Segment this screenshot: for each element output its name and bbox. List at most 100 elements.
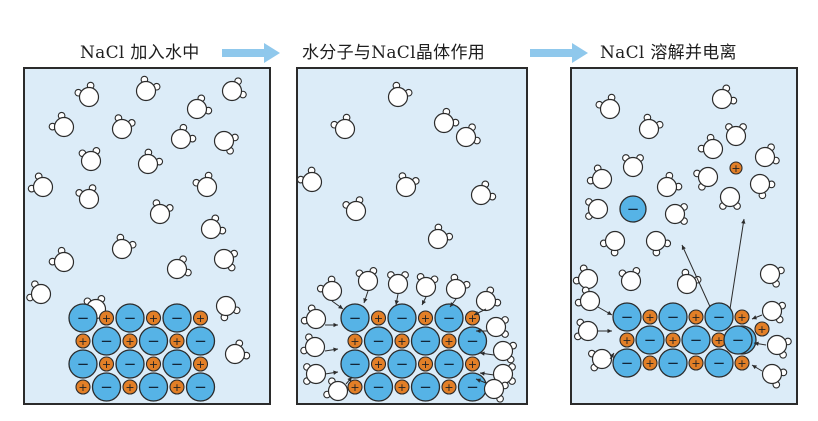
sodium-ion: +	[665, 332, 681, 348]
sodium-ion: +	[394, 333, 410, 349]
attraction-arrow	[331, 300, 344, 310]
sodium-sign: +	[397, 381, 406, 394]
chloride-ion: −	[612, 348, 642, 378]
water-molecule	[697, 133, 724, 160]
water-molecule	[78, 146, 102, 172]
water-molecule	[303, 363, 327, 385]
water-molecule	[656, 171, 683, 198]
sodium-sign: +	[421, 358, 430, 371]
sodium-ion: +	[192, 310, 209, 326]
water-molecule	[638, 113, 664, 140]
water-molecule	[492, 363, 516, 385]
chloride-sign: −	[713, 354, 726, 372]
sodium-sign: +	[102, 312, 111, 325]
water-molecule	[342, 196, 367, 222]
sodium-sign: +	[444, 335, 453, 348]
chloride-ion: −	[162, 303, 192, 333]
sodium-sign: +	[645, 357, 654, 370]
chloride-sign: −	[194, 378, 207, 396]
water-molecule	[585, 198, 609, 220]
water-molecule	[26, 280, 52, 305]
sodium-sign: +	[397, 335, 406, 348]
attraction-arrow	[476, 328, 488, 334]
sodium-sign: +	[149, 312, 158, 325]
chloride-ion: −	[115, 349, 145, 379]
sodium-sign: +	[714, 334, 723, 347]
water-molecule	[149, 199, 174, 225]
sodium-ion: +	[688, 355, 704, 371]
water-molecule	[693, 166, 719, 191]
water-molecule	[355, 266, 379, 292]
sodium-ion: +	[98, 310, 115, 326]
chloride-sign: −	[396, 309, 409, 327]
sodium-sign: +	[645, 311, 654, 324]
sodium-ion: +	[642, 355, 658, 371]
sodium-ion: +	[347, 379, 363, 395]
chloride-sign: −	[466, 332, 479, 350]
sodium-sign: +	[172, 381, 181, 394]
sodium-ion: +	[98, 356, 115, 372]
attraction-arrow	[421, 296, 427, 306]
attraction-arrow	[751, 364, 763, 372]
chloride-sign: −	[77, 309, 90, 327]
water-molecule	[483, 378, 509, 403]
water-molecule	[622, 154, 644, 178]
water-molecule	[74, 81, 100, 108]
sodium-ion: +	[75, 379, 91, 395]
panel-nacl-dissolved-ionized: −+−+−+−++−+−+−−+−+−+−+	[570, 67, 798, 405]
water-molecule	[215, 295, 241, 322]
water-molecule	[749, 173, 776, 200]
sodium-sign: +	[622, 334, 631, 347]
chloride-sign: −	[349, 309, 362, 327]
sodium-sign: +	[691, 357, 700, 370]
attraction-arrow	[598, 328, 612, 334]
sodium-sign: +	[731, 162, 740, 175]
sodium-sign: +	[374, 312, 383, 325]
attraction-arrow	[345, 376, 353, 385]
water-molecule	[111, 114, 136, 140]
scene-1: −+−+−++−+−+−−+−+−++−+−+−	[26, 75, 251, 402]
sodium-sign: +	[125, 335, 134, 348]
water-molecule	[330, 113, 356, 140]
sodium-ion: +	[729, 161, 743, 175]
water-molecule	[192, 171, 218, 198]
water-molecule	[766, 334, 792, 359]
chloride-ion: −	[434, 349, 464, 379]
sodium-ion: +	[394, 379, 410, 395]
water-molecule	[676, 268, 702, 295]
chloride-sign: −	[644, 331, 657, 349]
water-molecule	[111, 233, 137, 260]
sodium-sign: +	[125, 381, 134, 394]
chloride-ion: −	[91, 326, 122, 356]
water-molecule	[300, 304, 327, 330]
sodium-sign: +	[668, 334, 677, 347]
water-molecule	[135, 75, 161, 102]
chloride-sign: −	[194, 332, 207, 350]
sodium-ion: +	[734, 309, 750, 325]
water-molecule	[572, 264, 599, 290]
chloride-ion: −	[410, 326, 441, 356]
water-molecule	[415, 272, 439, 298]
attraction-arrow	[325, 322, 338, 328]
step3-title: NaCl 溶解并电离	[600, 43, 737, 63]
chloride-ion: −	[363, 326, 394, 356]
chloride-ion: −	[612, 302, 642, 332]
attraction-arrow	[729, 218, 746, 310]
sodium-ion: +	[370, 356, 387, 372]
chloride-sign: −	[100, 378, 113, 396]
chloride-sign: −	[372, 332, 385, 350]
sodium-sign: +	[691, 311, 700, 324]
chloride-ion: −	[619, 195, 647, 223]
panel-nacl-added-to-water: −+−+−++−+−+−−+−+−++−+−+−	[23, 67, 271, 405]
chloride-sign: −	[77, 355, 90, 373]
water-molecule	[387, 271, 409, 295]
sodium-sign: +	[172, 335, 181, 348]
chloride-ion: −	[185, 326, 216, 356]
sodium-sign: +	[196, 358, 205, 371]
water-molecule	[213, 248, 239, 272]
attraction-arrow	[475, 378, 487, 384]
sodium-sign: +	[468, 312, 477, 325]
chloride-ion: −	[68, 303, 98, 333]
sodium-ion: +	[464, 356, 481, 372]
water-molecule	[645, 230, 672, 257]
